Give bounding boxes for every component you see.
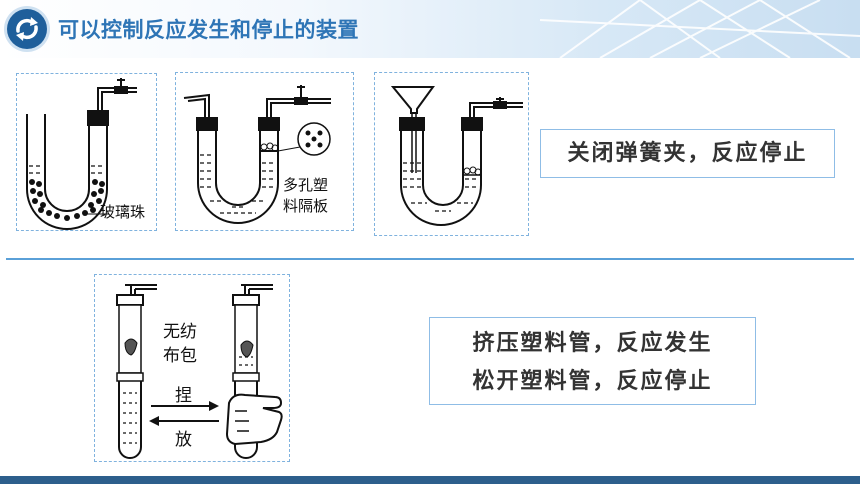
cloth-bag-label-line1: 无纺 — [163, 322, 197, 342]
note2-line2: 松开塑料管，反应停止 — [472, 368, 713, 394]
porous-plate-label-line2: 料隔板 — [283, 197, 329, 215]
footer-bar — [0, 476, 860, 484]
header-decoration-lines — [539, 0, 860, 58]
figure-squeeze-tube: 无纺 布包 捏 放 — [94, 274, 290, 462]
figure-u-tube-porous-plate: 多孔塑 料隔板 — [175, 72, 354, 231]
section-divider — [6, 258, 854, 260]
u-tube-porous-plate-drawing — [183, 85, 331, 224]
page-title: 可以控制反应发生和停止的装置 — [58, 18, 359, 42]
slide-header: 可以控制反应发生和停止的装置 — [0, 0, 860, 58]
note-squeeze-release: 挤压塑料管，反应发生 松开塑料管，反应停止 — [429, 317, 756, 405]
cloth-bag-label-line2: 布包 — [163, 346, 197, 366]
figure-u-tube-glass-beads: 玻璃珠 — [16, 73, 157, 231]
figure-u-tube-funnel — [374, 72, 529, 236]
release-label: 放 — [175, 430, 192, 450]
squeeze-tube-drawing — [116, 284, 283, 459]
u-tube-funnel-drawing — [390, 86, 523, 226]
glass-beads-label: 玻璃珠 — [100, 203, 146, 221]
porous-plate-label-line1: 多孔塑 — [283, 176, 329, 194]
refresh-logo-icon — [7, 9, 47, 49]
u-tube-glass-beads-drawing — [26, 78, 137, 230]
note-close-clip: 关闭弹簧夹，反应停止 — [540, 129, 835, 178]
note2-line1: 挤压塑料管，反应发生 — [472, 330, 713, 356]
squeeze-label: 捏 — [175, 386, 192, 406]
